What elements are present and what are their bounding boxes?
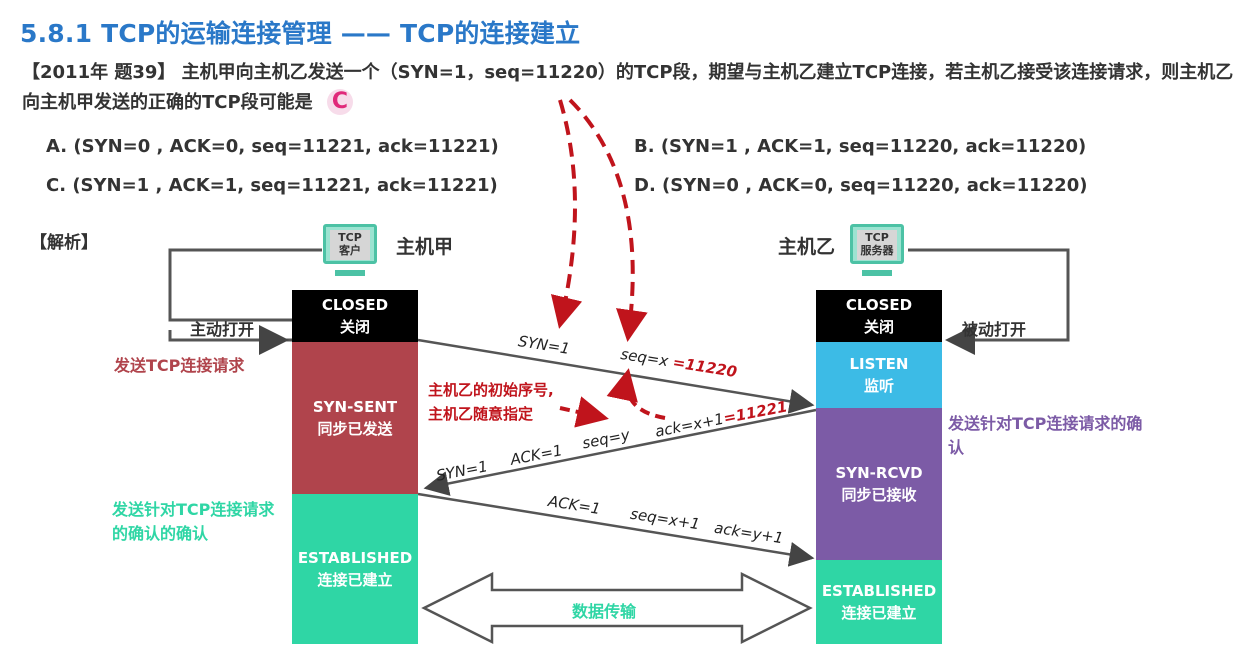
option-c: C. (SYN=1 , ACK=1, seq=11221, ack=11221): [46, 175, 498, 196]
isn-annotation-line1: 主机乙的初始序号,: [428, 381, 554, 399]
answer-mark: C: [326, 89, 353, 115]
client-pc-line1: TCP: [338, 231, 362, 244]
client-pc-stand: [335, 270, 365, 276]
client-state-closed: CLOSED 关闭: [292, 290, 418, 342]
question-text: 【2011年 题39】 主机甲向主机乙发送一个（SYN=1，seq=11220）…: [22, 58, 1242, 118]
question-body: 【2011年 题39】 主机甲向主机乙发送一个（SYN=1，seq=11220）…: [22, 62, 1234, 113]
isn-annotation-line2: 主机乙随意指定: [428, 405, 534, 423]
state-en: CLOSED: [845, 296, 913, 314]
state-zh: 关闭: [339, 318, 370, 336]
send-request-label: 发送TCP连接请求: [114, 356, 245, 375]
state-zh: 监听: [863, 377, 894, 395]
client-host-name: 主机甲: [396, 236, 454, 258]
server-computer-icon: TCP 服务器: [850, 224, 904, 264]
state-en: LISTEN: [849, 355, 909, 373]
client-state-established: ESTABLISHED 连接已建立: [292, 494, 418, 644]
state-en: SYN-SENT: [312, 398, 398, 416]
server-state-syn-rcvd: SYN-RCVD 同步已接收: [816, 408, 942, 560]
send-ack-of-ack-label: 发送针对TCP连接请求的确认的确认: [112, 500, 275, 543]
state-en: ESTABLISHED: [297, 549, 413, 567]
state-en: SYN-RCVD: [835, 464, 923, 482]
option-a: A. (SYN=0 , ACK=0, seq=11221, ack=11221): [46, 136, 499, 157]
passive-open-label: 被动打开: [962, 320, 1027, 339]
analysis-label: 【解析】: [30, 233, 98, 253]
state-en: CLOSED: [321, 296, 389, 314]
server-state-listen: LISTEN 监听: [816, 342, 942, 408]
active-open-label: 主动打开: [190, 320, 255, 339]
state-zh: 连接已建立: [841, 604, 917, 622]
server-state-closed: CLOSED 关闭: [816, 290, 942, 342]
option-b: B. (SYN=1 , ACK=1, seq=11220, ack=11220): [634, 136, 1087, 157]
data-transfer-label: 数据传输: [572, 602, 637, 621]
client-state-syn-sent: SYN-SENT 同步已发送: [292, 342, 418, 494]
client-pc-line2: 客户: [339, 244, 361, 257]
state-zh: 同步已接收: [841, 486, 917, 504]
isn-annotation: 主机乙的初始序号, 主机乙随意指定: [428, 378, 554, 426]
server-pc-line2: 服务器: [860, 244, 894, 257]
state-en: ESTABLISHED: [821, 582, 937, 600]
page-title: 5.8.1 TCP的运输连接管理 —— TCP的连接建立: [20, 19, 581, 48]
server-pc-stand: [862, 270, 892, 276]
state-zh: 同步已发送: [317, 420, 393, 438]
option-d: D. (SYN=0 , ACK=0, seq=11220, ack=11220): [634, 175, 1088, 196]
server-state-established: ESTABLISHED 连接已建立: [816, 560, 942, 644]
send-ack-label: 发送针对TCP连接请求的确认: [948, 414, 1143, 457]
state-zh: 连接已建立: [317, 571, 393, 589]
state-zh: 关闭: [863, 318, 894, 336]
server-host-name: 主机乙: [778, 236, 836, 258]
client-computer-icon: TCP 客户: [323, 224, 377, 264]
server-pc-line1: TCP: [865, 231, 889, 244]
